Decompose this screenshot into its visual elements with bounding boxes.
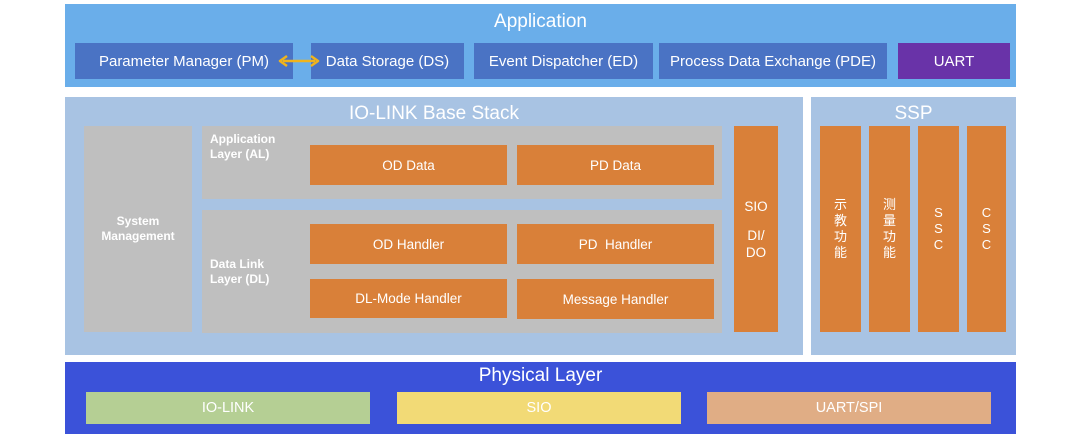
- event-dispatcher-box: Event Dispatcher (ED): [474, 43, 653, 79]
- ssp-char: S: [934, 221, 943, 236]
- data-storage-box: Data Storage (DS): [311, 43, 464, 79]
- ssp-char: S: [982, 221, 991, 236]
- ssp-char: 测: [882, 197, 896, 212]
- data-link-layer-dl-panel: Data Link Layer (DL) OD Handler PD Handl…: [202, 210, 722, 333]
- ssp-char: 示: [833, 197, 847, 212]
- application-layer-al-panel: Application Layer (AL) OD Data PD Data: [202, 126, 722, 199]
- application-layer: Application Parameter Manager (PM) Data …: [65, 4, 1016, 87]
- system-management-line-1: System: [116, 214, 160, 228]
- physical-io-link-box: IO-LINK: [86, 392, 370, 424]
- al-label-line-1: Application: [210, 132, 276, 146]
- physical-sio-box: SIO: [397, 392, 681, 424]
- dl-mode-handler-box: DL-Mode Handler: [310, 279, 507, 318]
- dl-label-line-1: Data Link: [210, 257, 265, 271]
- ssp-panel: SSP 示 教 功 能 测 量 功 能 S S C C S C: [811, 97, 1016, 355]
- system-management-line-2: Management: [101, 229, 175, 243]
- physical-layer: Physical Layer IO-LINK SIO UART/SPI: [65, 362, 1016, 434]
- physical-uart-spi-box: UART/SPI: [707, 392, 991, 424]
- ssp-char: C: [981, 205, 992, 220]
- pd-data-box: PD Data: [517, 145, 714, 185]
- process-data-exchange-box: Process Data Exchange (PDE): [659, 43, 887, 79]
- base-stack-title: IO-LINK Base Stack: [348, 103, 519, 124]
- io-link-base-stack: IO-LINK Base Stack System Management App…: [65, 97, 803, 355]
- ssp-teach-function-column: 示 教 功 能: [820, 126, 861, 332]
- od-handler-box: OD Handler: [310, 224, 507, 264]
- ssp-char: 功: [882, 229, 896, 244]
- bidirectional-arrow-icon: [278, 54, 320, 68]
- message-handler-box: Message Handler: [517, 279, 714, 319]
- parameter-manager-box: Parameter Manager (PM): [75, 43, 293, 79]
- ssp-measure-function-column: 测 量 功 能: [869, 126, 910, 332]
- do-label: DO: [745, 244, 767, 260]
- ssp-csc-column: C S C: [967, 126, 1006, 332]
- sio-label: SIO: [744, 198, 768, 214]
- uart-box: UART: [898, 43, 1010, 79]
- ssp-char: C: [933, 237, 944, 252]
- ssp-ssc-column: S S C: [918, 126, 959, 332]
- ssp-char: 能: [833, 245, 847, 260]
- pd-handler-box: PD Handler: [517, 224, 714, 264]
- ssp-char: C: [981, 237, 992, 252]
- ssp-title: SSP: [894, 103, 933, 124]
- ssp-char: 教: [833, 213, 847, 228]
- system-management-box: System Management: [84, 126, 192, 332]
- di-label: DI/: [747, 227, 765, 243]
- application-title: Application: [494, 11, 587, 32]
- ssp-char: 能: [882, 245, 896, 260]
- od-data-box: OD Data: [310, 145, 507, 185]
- ssp-char: 功: [833, 229, 847, 244]
- ssp-char: S: [934, 205, 943, 220]
- al-label-line-2: Layer (AL): [210, 147, 270, 161]
- physical-layer-title: Physical Layer: [478, 365, 603, 386]
- dl-label-line-2: Layer (DL): [210, 272, 270, 286]
- sio-di-do-box: SIO DI/ DO: [734, 126, 778, 332]
- dl-label: Data Link Layer (DL): [210, 257, 300, 287]
- ssp-char: 量: [882, 213, 896, 228]
- al-label: Application Layer (AL): [210, 132, 300, 162]
